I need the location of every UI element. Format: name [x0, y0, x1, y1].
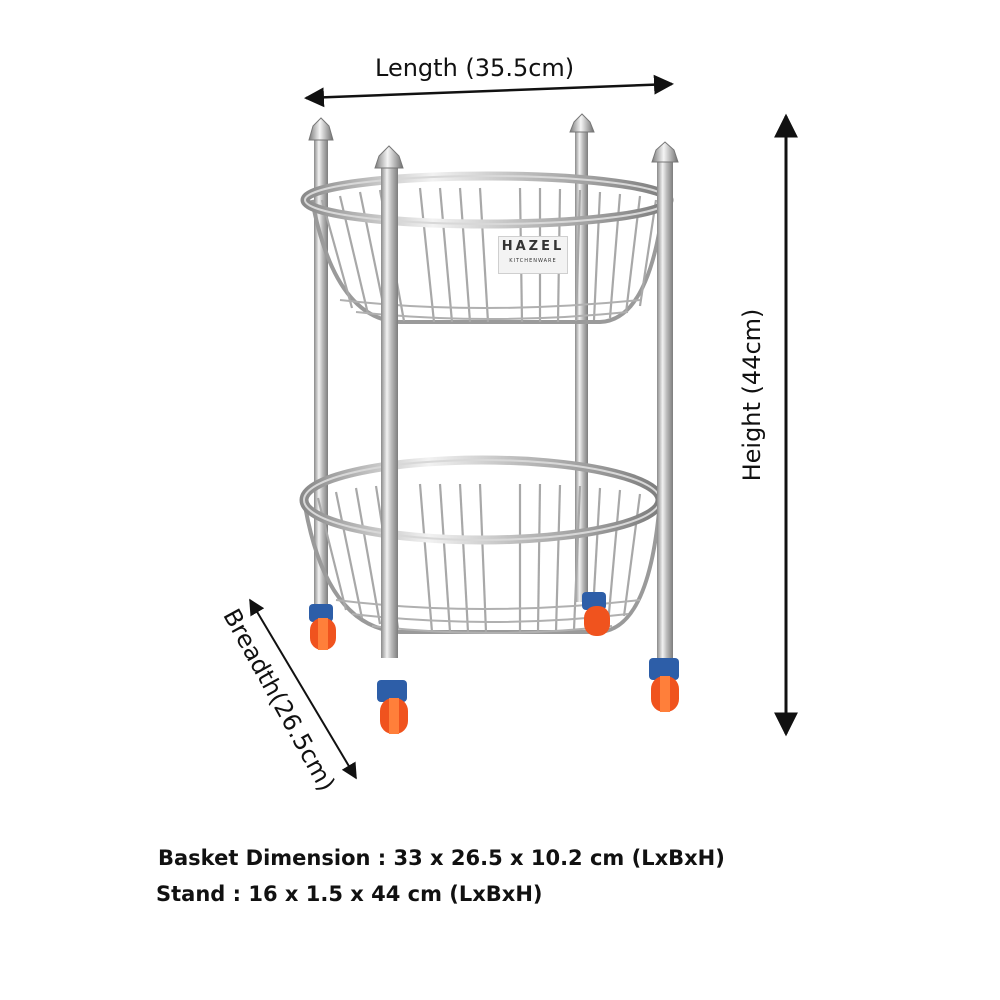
- height-label: Height (44cm): [738, 308, 766, 482]
- length-arrow: [304, 74, 674, 108]
- top-basket: [300, 171, 674, 324]
- brand-tag: HAZEL KITCHENWARE: [498, 236, 568, 274]
- basket-dimension-text: Basket Dimension : 33 x 26.5 x 10.2 cm (…: [158, 846, 725, 870]
- front-right-post: [657, 162, 673, 658]
- length-label: Length (35.5cm): [375, 54, 575, 82]
- breadth-arrow: [249, 598, 357, 780]
- front-left-post: [381, 168, 398, 658]
- stand-dimension-text: Stand : 16 x 1.5 x 44 cm (LxBxH): [156, 882, 543, 906]
- post-caps: [308, 113, 679, 169]
- caster-wheels: [309, 592, 679, 734]
- brand-tagline: KITCHENWARE: [509, 258, 557, 264]
- bottom-basket: [299, 455, 665, 634]
- brand-name: HAZEL: [501, 239, 565, 254]
